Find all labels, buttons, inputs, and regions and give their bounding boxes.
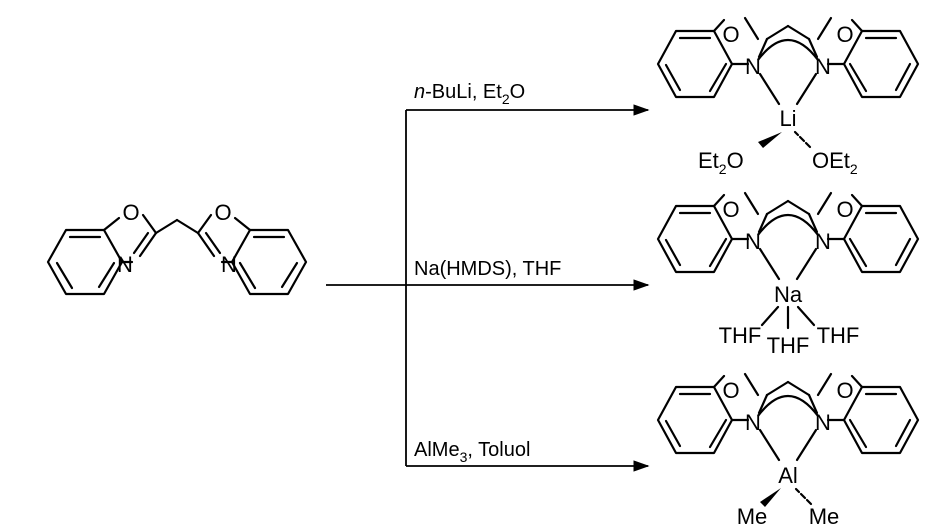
li-nitrogen-right: N — [815, 54, 831, 79]
li-ligand-right: OEt2 — [812, 148, 858, 177]
na-nitrogen-left: N — [745, 229, 761, 254]
al-oxygen-right: O — [836, 378, 853, 403]
delocalized-arc — [757, 394, 819, 417]
delocalized-arc — [757, 38, 819, 61]
delocalized-arc — [757, 213, 819, 236]
na-ligand-right: THF — [817, 323, 860, 348]
product-al-complex: O O N N Al Me Me — [656, 372, 920, 524]
al-oxygen-left: O — [722, 378, 739, 403]
na-nitrogen-right: N — [815, 229, 831, 254]
product-li-complex: O O N N Li Et2O OEt2 — [656, 16, 920, 177]
wedge-bond-left — [760, 488, 781, 507]
al-nitrogen-left: N — [745, 410, 761, 435]
al-ligand-left: Me — [737, 504, 768, 524]
reactant-nitrogen-left: N — [117, 252, 133, 277]
na-oxygen-left: O — [722, 197, 739, 222]
reaction-arrows — [326, 104, 650, 472]
al-ligand-right: Me — [809, 504, 840, 524]
na-ligand-left: THF — [719, 323, 762, 348]
reagent-label-3: AlMe3, Toluol — [414, 439, 530, 465]
reactant-oxygen-left: O — [122, 200, 139, 225]
li-ligand-left: Et2O — [698, 148, 744, 177]
na-oxygen-right: O — [836, 197, 853, 222]
li-oxygen-right: O — [836, 22, 853, 47]
reagent-label-1: n-BuLi, Et2O — [414, 81, 525, 107]
na-ligand-middle: THF — [767, 333, 810, 358]
reagent-label-2: Na(HMDS), THF — [414, 258, 561, 280]
li-oxygen-left: O — [722, 22, 739, 47]
li-nitrogen-left: N — [745, 54, 761, 79]
na-metal: Na — [774, 282, 803, 307]
reactant-molecule: O O N N — [46, 200, 308, 296]
li-metal: Li — [779, 106, 796, 131]
reactant-nitrogen-right: N — [221, 252, 237, 277]
al-metal: Al — [778, 463, 798, 488]
al-nitrogen-right: N — [815, 410, 831, 435]
product-na-complex: O O N N Na THF THF THF — [656, 191, 920, 358]
wedge-bond-left — [758, 132, 782, 148]
reactant-oxygen-right: O — [214, 200, 231, 225]
